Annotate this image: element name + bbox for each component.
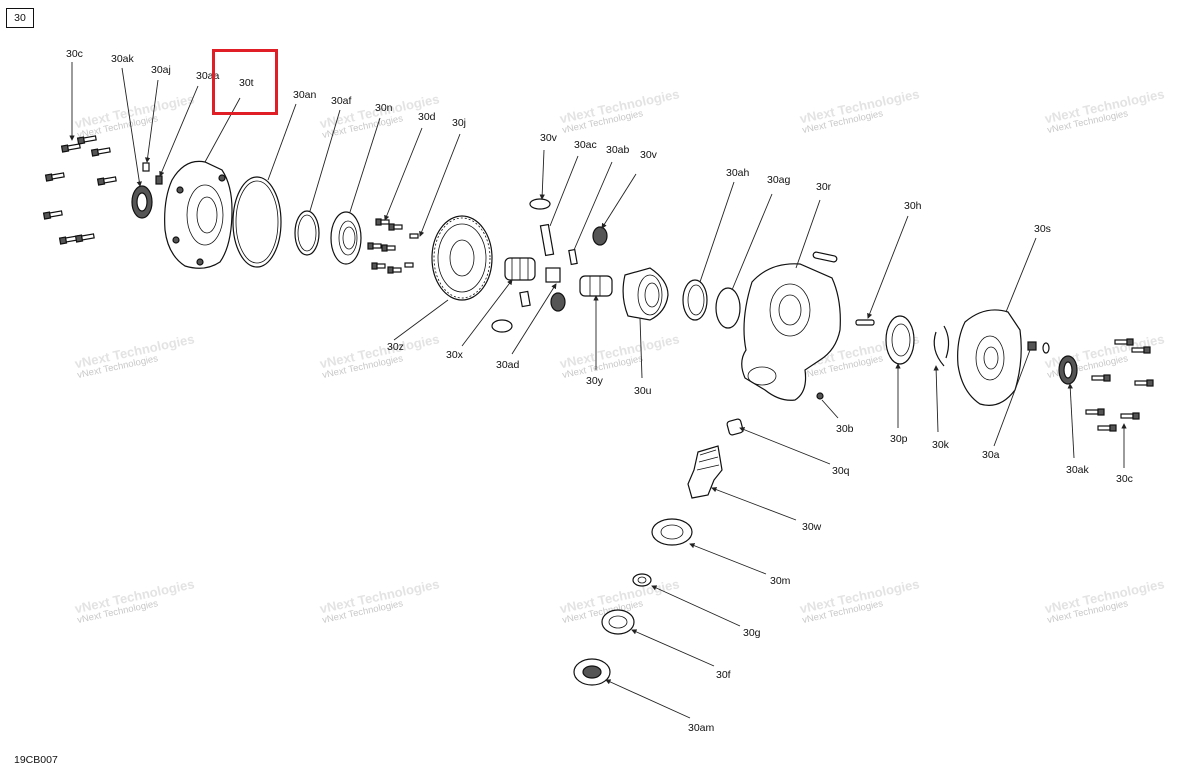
label-30aj[interactable]: 30aj <box>151 64 171 76</box>
part-pinion-gear[interactable] <box>687 445 723 499</box>
part-30y-bearing[interactable] <box>579 275 613 297</box>
label-30j[interactable]: 30j <box>452 117 466 129</box>
label-30ad[interactable]: 30ad <box>496 359 520 371</box>
label-30q[interactable]: 30q <box>832 465 850 477</box>
highlight-box-30t <box>212 49 278 115</box>
part-30aj-plug[interactable] <box>142 162 163 185</box>
label-30v[interactable]: 30v <box>640 149 658 161</box>
part-ring-gear[interactable] <box>431 215 493 301</box>
part-30m-washer[interactable] <box>632 573 652 587</box>
label-30ah[interactable]: 30ah <box>726 167 750 179</box>
part-30ag-ring[interactable] <box>715 287 741 329</box>
part-30ah-ring[interactable] <box>682 279 708 321</box>
label-30c-left[interactable]: 30c <box>66 48 83 60</box>
label-30r[interactable]: 30r <box>816 181 832 193</box>
label-30c-right[interactable]: 30c <box>1116 473 1133 485</box>
part-30q-bushing[interactable] <box>726 418 744 436</box>
label-30ak-left[interactable]: 30ak <box>111 53 135 65</box>
part-30d-bolts[interactable] <box>367 218 419 274</box>
part-30p-seal[interactable] <box>885 315 915 365</box>
part-30s-right-cover[interactable] <box>957 309 1022 406</box>
part-30an-o-ring[interactable] <box>232 176 282 268</box>
label-30b[interactable]: 30b <box>836 423 854 435</box>
label-30t[interactable]: 30t <box>239 77 254 89</box>
part-30am-seal[interactable] <box>573 658 611 686</box>
label-30u[interactable]: 30u <box>634 385 652 397</box>
label-30v-top[interactable]: 30v <box>540 132 558 144</box>
label-30k[interactable]: 30k <box>932 439 950 451</box>
part-30af-ring[interactable] <box>294 210 320 256</box>
part-30h-pin[interactable] <box>855 319 875 326</box>
part-30c-right-bolts[interactable] <box>1085 338 1154 432</box>
part-30v-top-washer[interactable] <box>529 198 551 210</box>
label-30w[interactable]: 30w <box>802 521 822 533</box>
part-30g-bearing[interactable] <box>601 609 635 635</box>
part-30ab-pin[interactable] <box>568 248 578 266</box>
label-30af[interactable]: 30af <box>331 95 352 107</box>
label-30ak-right[interactable]: 30ak <box>1066 464 1090 476</box>
label-30ab[interactable]: 30ab <box>606 144 630 156</box>
part-30ac-pin[interactable] <box>539 223 555 257</box>
label-30am[interactable]: 30am <box>688 722 715 734</box>
label-30f[interactable]: 30f <box>716 669 731 681</box>
part-30x-bearing[interactable] <box>504 257 536 281</box>
label-30a[interactable]: 30a <box>982 449 1000 461</box>
part-30n-bearing[interactable] <box>330 211 362 265</box>
part-left-cover-housing[interactable] <box>164 160 233 269</box>
label-30ag[interactable]: 30ag <box>767 174 791 186</box>
callout-labels: 30c 30ak 30aj 30aa 30t 30an 30af 30n 30d… <box>66 48 1133 734</box>
label-30an[interactable]: 30an <box>293 89 317 101</box>
page-tag: 30 <box>6 8 34 28</box>
label-30ac[interactable]: 30ac <box>574 139 597 151</box>
part-30a-plug[interactable] <box>1027 341 1050 354</box>
label-30y[interactable]: 30y <box>586 375 604 387</box>
label-30s[interactable]: 30s <box>1034 223 1051 235</box>
part-30c-left-bolts[interactable] <box>42 135 117 245</box>
part-spider[interactable] <box>491 267 566 333</box>
label-30x[interactable]: 30x <box>446 349 464 361</box>
part-30v-gear[interactable] <box>592 226 608 246</box>
part-30w-bearing[interactable] <box>651 518 693 546</box>
label-30z[interactable]: 30z <box>387 341 404 353</box>
part-30k-snap-ring[interactable] <box>933 325 950 367</box>
label-30m[interactable]: 30m <box>770 575 791 587</box>
part-30ak-left-seal[interactable] <box>131 185 153 219</box>
part-30r-main-housing[interactable] <box>741 251 841 401</box>
label-30d[interactable]: 30d <box>418 111 436 123</box>
diagram-code: 19CB007 <box>14 754 58 766</box>
part-30ak-right-seal[interactable] <box>1058 355 1078 385</box>
label-30h[interactable]: 30h <box>904 200 922 212</box>
label-30g[interactable]: 30g <box>743 627 761 639</box>
label-30n[interactable]: 30n <box>375 102 393 114</box>
leader-lines <box>69 62 1127 719</box>
part-30u-clutch[interactable] <box>622 267 669 321</box>
label-30p[interactable]: 30p <box>890 433 908 445</box>
